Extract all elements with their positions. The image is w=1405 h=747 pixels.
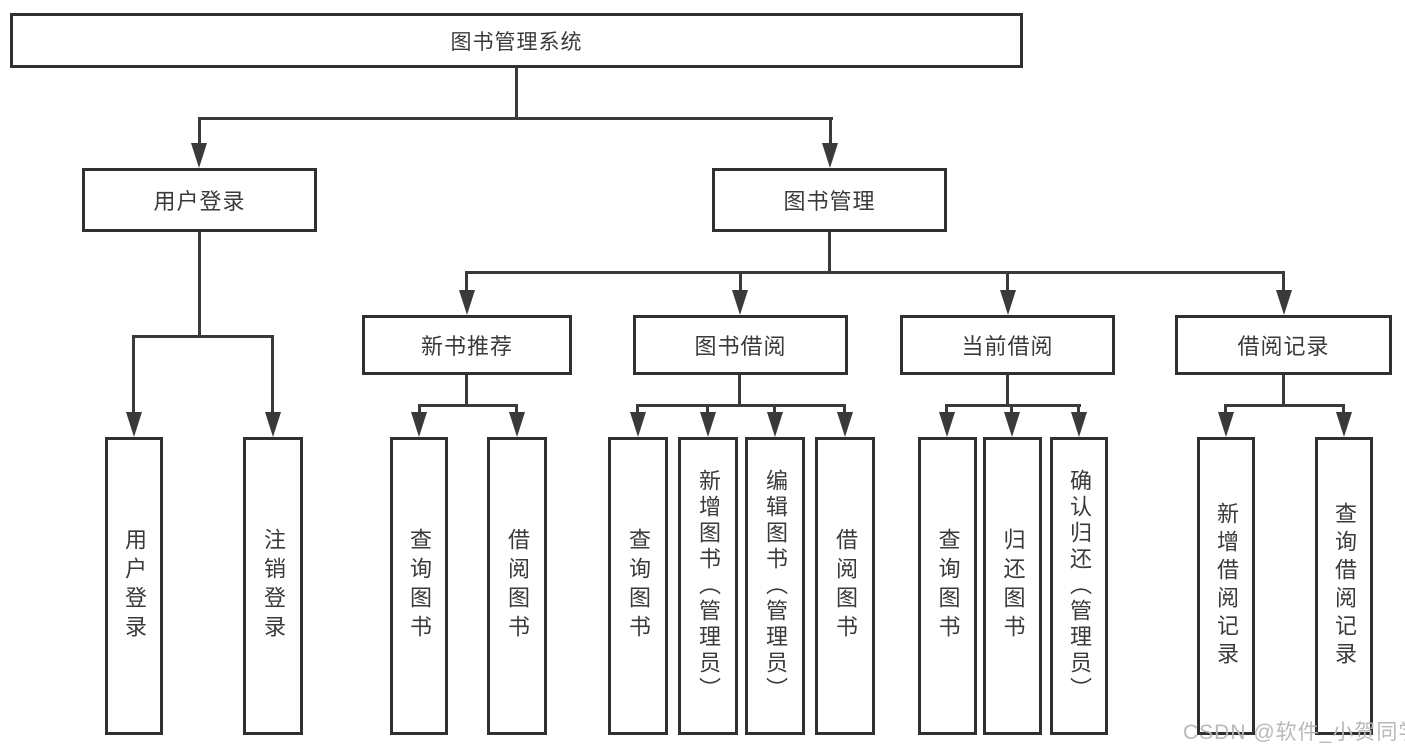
arrowhead-down-icon (509, 412, 525, 437)
leaf-label: 用户登录 (122, 528, 147, 644)
leaf-label: 新增借阅记录 (1214, 502, 1239, 670)
arrowhead-down-icon (1004, 412, 1020, 437)
connector (198, 232, 201, 337)
leaf-label: 新增图书（管理员） (696, 469, 721, 703)
connector (738, 375, 741, 406)
connector (945, 404, 948, 414)
node-borrow-records-label: 借阅记录 (1237, 334, 1330, 359)
node-user-login: 用户登录 (82, 168, 317, 232)
connector (739, 271, 742, 291)
arrowhead-down-icon (822, 143, 838, 168)
leaf-label: 注销登录 (261, 528, 286, 644)
connector (418, 404, 518, 407)
arrowhead-down-icon (411, 412, 427, 437)
leaf-label: 查询图书 (407, 528, 432, 644)
arrowhead-down-icon (1071, 412, 1087, 437)
connector (636, 404, 846, 407)
leaf-query-books-2: 查询图书 (608, 437, 668, 735)
leaf-edit-books-admin: 编辑图书（管理员） (745, 437, 805, 735)
arrowhead-down-icon (1000, 290, 1016, 315)
leaf-label: 借阅图书 (833, 528, 858, 644)
leaf-query-borrow-record: 查询借阅记录 (1315, 437, 1373, 735)
arrowhead-down-icon (1336, 412, 1352, 437)
leaf-return-books: 归还图书 (983, 437, 1042, 735)
leaf-label: 确认归还（管理员） (1067, 469, 1092, 703)
arrowhead-down-icon (126, 412, 142, 437)
node-new-books-label: 新书推荐 (420, 334, 513, 359)
connector (418, 404, 421, 414)
leaf-logout: 注销登录 (243, 437, 303, 735)
connector (132, 335, 135, 413)
connector (1282, 375, 1285, 406)
leaf-label: 编辑图书（管理员） (763, 469, 788, 703)
arrowhead-down-icon (191, 143, 207, 168)
node-current-borrow: 当前借阅 (900, 315, 1115, 375)
connector (706, 404, 709, 414)
connector (1006, 271, 1009, 291)
node-borrow-records: 借阅记录 (1175, 315, 1392, 375)
connector (132, 335, 274, 338)
arrowhead-down-icon (1276, 290, 1292, 315)
leaf-label: 借阅图书 (505, 528, 530, 644)
connector (515, 68, 518, 120)
arrowhead-down-icon (459, 290, 475, 315)
connector (773, 404, 776, 414)
leaf-label: 查询借阅记录 (1332, 502, 1357, 670)
watermark: CSDN @软件_小贺同学 (1183, 721, 1405, 744)
node-user-login-label: 用户登录 (153, 189, 246, 214)
leaf-borrow-books-1: 借阅图书 (487, 437, 547, 735)
connector (843, 404, 846, 414)
node-book-management: 图书管理 (712, 168, 947, 232)
connector (465, 271, 1285, 274)
arrowhead-down-icon (630, 412, 646, 437)
connector (1282, 271, 1285, 291)
node-root: 图书管理系统 (10, 13, 1023, 68)
arrowhead-down-icon (837, 412, 853, 437)
connector (828, 232, 831, 274)
connector (945, 404, 1081, 407)
connector (1224, 404, 1345, 407)
arrowhead-down-icon (732, 290, 748, 315)
node-current-borrow-label: 当前借阅 (961, 334, 1054, 359)
arrowhead-down-icon (1218, 412, 1234, 437)
leaf-user-login: 用户登录 (105, 437, 163, 735)
leaf-label: 查询图书 (626, 528, 651, 644)
arrowhead-down-icon (700, 412, 716, 437)
arrowhead-down-icon (767, 412, 783, 437)
connector (1006, 375, 1009, 406)
connector (198, 117, 201, 147)
leaf-label: 查询图书 (935, 528, 961, 644)
leaf-add-books-admin: 新增图书（管理员） (678, 437, 738, 735)
connector (1224, 404, 1227, 414)
connector (515, 404, 518, 414)
node-root-label: 图书管理系统 (450, 30, 583, 54)
connector (271, 335, 274, 413)
arrowhead-down-icon (939, 412, 955, 437)
connector (198, 117, 833, 120)
leaf-query-books-1: 查询图书 (390, 437, 448, 735)
connector (829, 117, 832, 147)
leaf-query-books-3: 查询图书 (918, 437, 977, 735)
leaf-confirm-return-admin: 确认归还（管理员） (1050, 437, 1108, 735)
node-new-books: 新书推荐 (362, 315, 572, 375)
connector (636, 404, 639, 414)
node-book-management-label: 图书管理 (783, 189, 876, 214)
connector (465, 271, 468, 291)
connector (465, 375, 468, 406)
node-book-borrow: 图书借阅 (633, 315, 848, 375)
connector (1077, 404, 1080, 414)
leaf-borrow-books-2: 借阅图书 (815, 437, 875, 735)
leaf-add-borrow-record: 新增借阅记录 (1197, 437, 1255, 735)
connector (1010, 404, 1013, 414)
connector (1342, 404, 1345, 414)
leaf-label: 归还图书 (1000, 528, 1026, 644)
node-book-borrow-label: 图书借阅 (694, 334, 787, 359)
arrowhead-down-icon (265, 412, 281, 437)
